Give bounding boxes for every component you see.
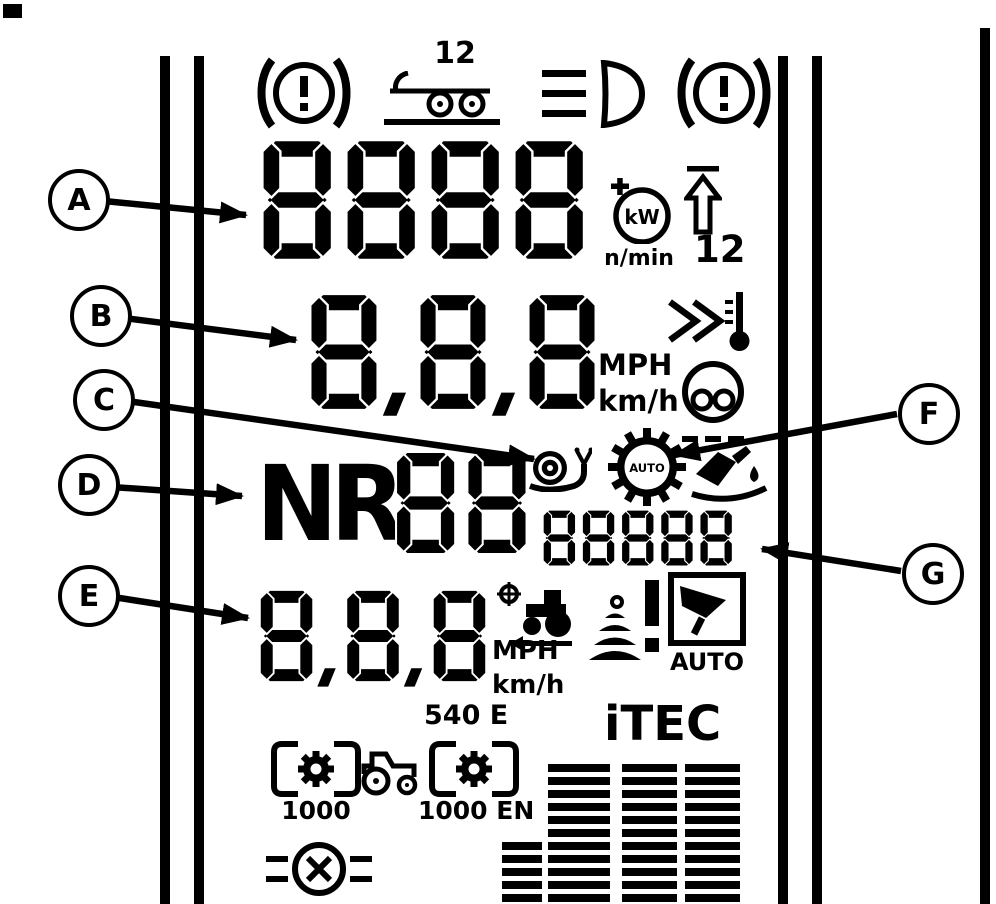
callout-f-label: F (918, 396, 940, 432)
implement-auto-label: AUTO (669, 648, 745, 676)
brake-warning-icon (252, 56, 356, 130)
gear-letters-display: NR (256, 443, 406, 565)
transmission-temp-icon (676, 360, 750, 448)
mph-unit-label: MPH (598, 348, 673, 382)
material-pile-icon (588, 590, 642, 662)
tractor-icon (360, 744, 422, 796)
auto-gear-label: AUTO (629, 461, 665, 475)
callout-e: E (58, 565, 120, 627)
bezel-line (160, 56, 170, 904)
callout-c: C (73, 369, 135, 431)
kmh-unit-label: km/h (598, 384, 679, 418)
callout-f: F (898, 383, 960, 445)
bezel-line (778, 56, 788, 904)
load-bar-gauge-small (502, 842, 542, 902)
bezel-line (812, 56, 822, 904)
outside-temp-icon (666, 290, 758, 354)
warning-exclamation-icon (644, 580, 660, 652)
callout-c-label: C (92, 382, 116, 418)
trailer-count-label: 12 (434, 36, 476, 71)
pto-540e-label: 540 E (424, 700, 509, 731)
auto-gear-icon: AUTO (608, 428, 686, 506)
small-numeric-display (542, 510, 734, 571)
pto-power-indicator: kW n/min (602, 178, 676, 271)
pto-1000-icon (270, 740, 362, 798)
pto-1000en-icon (428, 740, 520, 798)
load-bar-gauge-mid (548, 764, 610, 902)
callout-g-label: G (920, 556, 946, 592)
gear-digits-display (394, 452, 529, 562)
rpm-unit-label: n/min (604, 246, 674, 271)
callout-arrow-b (123, 314, 298, 348)
implement-auto-icon (668, 572, 746, 646)
ground-speed-radar-icon (496, 582, 578, 652)
callout-d-label: D (76, 467, 102, 503)
upper-numeric-display (260, 140, 586, 270)
callout-a-label: A (67, 182, 91, 218)
bezel-corner-mark (3, 4, 22, 18)
oil-drip-icon (688, 444, 770, 504)
callout-arrow-e (112, 593, 250, 625)
pto-1000en-label: 1000 EN (418, 796, 535, 825)
hitch-raise-icon (684, 164, 722, 236)
callout-d: D (58, 454, 120, 516)
bezel-line (980, 28, 990, 904)
callout-b-label: B (89, 298, 113, 334)
callout-g: G (902, 543, 964, 605)
callout-a: A (48, 169, 110, 231)
speed-display (308, 294, 598, 419)
callout-b: B (70, 285, 132, 347)
creeper-snail-icon (526, 440, 592, 492)
implement-auto-indicator: AUTO (666, 572, 748, 676)
diff-lock-icon (266, 838, 372, 900)
callout-arrow-d (111, 483, 244, 506)
bezel-line (194, 56, 204, 904)
kmh-unit-label: km/h (492, 670, 565, 700)
range-number-label: 12 (694, 228, 746, 271)
load-bar-gauge-right-b (685, 764, 740, 902)
high-beam-icon (540, 60, 646, 128)
brake-warning-icon (672, 56, 776, 130)
kw-label: kW (624, 205, 659, 229)
pto-power-icon: kW (611, 178, 671, 244)
callout-e-label: E (78, 578, 100, 614)
load-bar-gauge-right-a (622, 764, 677, 902)
itec-label: iTEC (604, 696, 722, 752)
pto-1000-label: 1000 (281, 796, 351, 825)
callout-arrow-a (103, 197, 248, 224)
lower-speed-display (258, 590, 488, 689)
trailer-icon: 12 (382, 36, 502, 127)
